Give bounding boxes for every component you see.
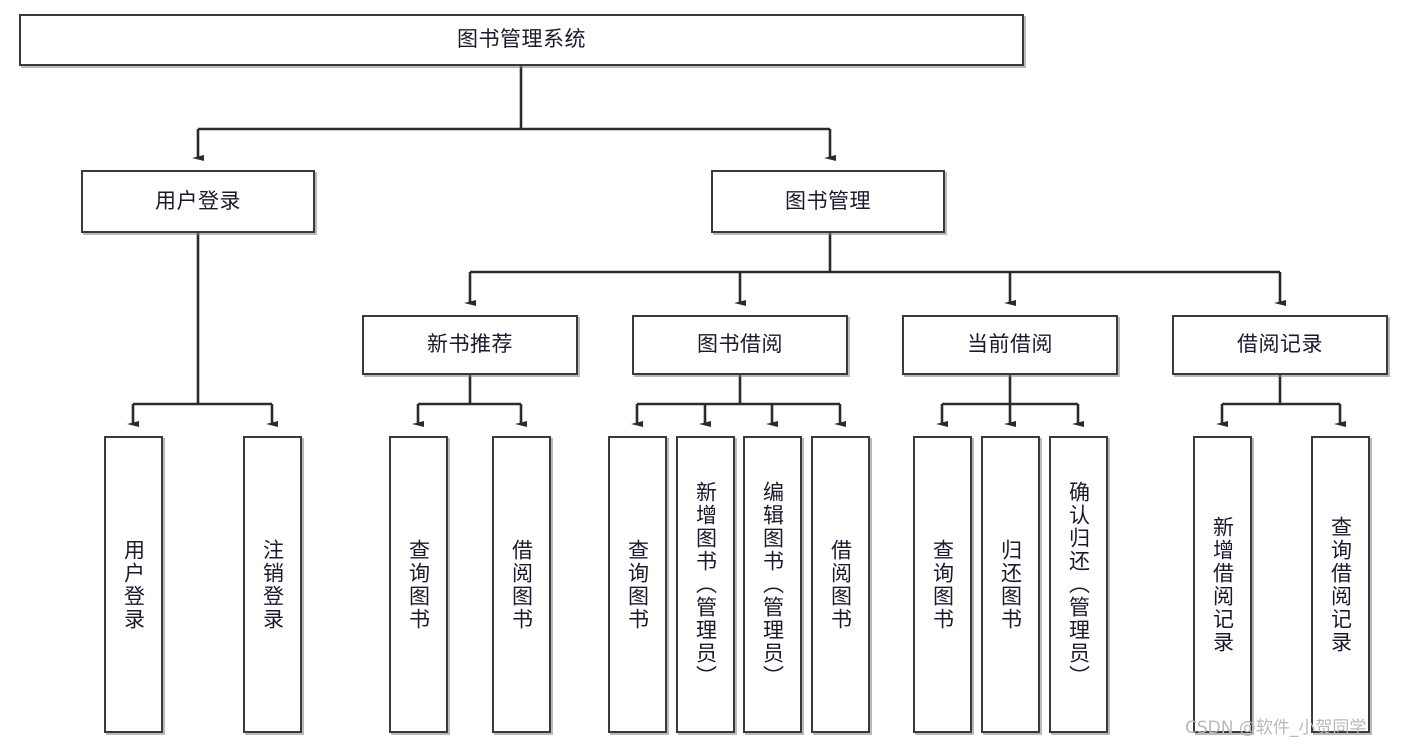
leaf-book-borrow-borrow[interactable]: 借阅图书 <box>811 436 870 733</box>
leaf-label: 注销登录 <box>260 538 285 631</box>
node-book-borrow-label: 图书借阅 <box>697 332 783 357</box>
leaf-label: 查询图书 <box>625 538 650 631</box>
csdn-watermark: CSDN @软件_小贺同学 <box>1185 718 1367 738</box>
node-user-login[interactable]: 用户登录 <box>81 170 315 233</box>
leaf-new-book-borrow[interactable]: 借阅图书 <box>492 436 551 733</box>
node-borrow-record[interactable]: 借阅记录 <box>1172 315 1388 375</box>
leaf-current-borrow-confirm-return[interactable]: 确认归还（管理员） <box>1049 436 1108 733</box>
leaf-current-borrow-return[interactable]: 归还图书 <box>981 436 1040 733</box>
leaf-label: 新增借阅记录 <box>1210 515 1235 654</box>
leaf-label: 归还图书 <box>998 538 1023 631</box>
node-book-management[interactable]: 图书管理 <box>711 170 945 233</box>
node-root[interactable]: 图书管理系统 <box>19 14 1024 66</box>
leaf-user-login-login[interactable]: 用户登录 <box>104 436 163 733</box>
node-current-borrow[interactable]: 当前借阅 <box>902 315 1118 375</box>
leaf-label: 编辑图书（管理员） <box>760 481 785 688</box>
node-borrow-record-label: 借阅记录 <box>1237 332 1323 357</box>
node-root-label: 图书管理系统 <box>457 27 586 52</box>
node-book-borrow[interactable]: 图书借阅 <box>632 315 848 375</box>
node-current-borrow-label: 当前借阅 <box>967 332 1053 357</box>
leaf-label: 查询借阅记录 <box>1328 515 1353 654</box>
leaf-book-borrow-add[interactable]: 新增图书（管理员） <box>676 436 735 733</box>
leaf-book-borrow-edit[interactable]: 编辑图书（管理员） <box>743 436 802 733</box>
leaf-label: 查询图书 <box>930 538 955 631</box>
leaf-borrow-record-add[interactable]: 新增借阅记录 <box>1193 436 1252 733</box>
leaf-label: 查询图书 <box>406 538 431 631</box>
leaf-label: 新增图书（管理员） <box>693 481 718 688</box>
leaf-label: 借阅图书 <box>509 538 534 631</box>
leaf-borrow-record-query[interactable]: 查询借阅记录 <box>1311 436 1370 733</box>
leaf-book-borrow-query[interactable]: 查询图书 <box>608 436 667 733</box>
leaf-current-borrow-query[interactable]: 查询图书 <box>913 436 972 733</box>
node-user-login-label: 用户登录 <box>155 188 241 213</box>
leaf-user-login-logout[interactable]: 注销登录 <box>243 436 302 733</box>
leaf-label: 用户登录 <box>121 538 146 631</box>
node-new-book-recommend[interactable]: 新书推荐 <box>362 315 578 375</box>
node-book-management-label: 图书管理 <box>785 188 871 213</box>
leaf-label: 确认归还（管理员） <box>1066 481 1091 688</box>
node-new-book-recommend-label: 新书推荐 <box>427 332 513 357</box>
leaf-label: 借阅图书 <box>828 538 853 631</box>
leaf-new-book-query[interactable]: 查询图书 <box>389 436 448 733</box>
